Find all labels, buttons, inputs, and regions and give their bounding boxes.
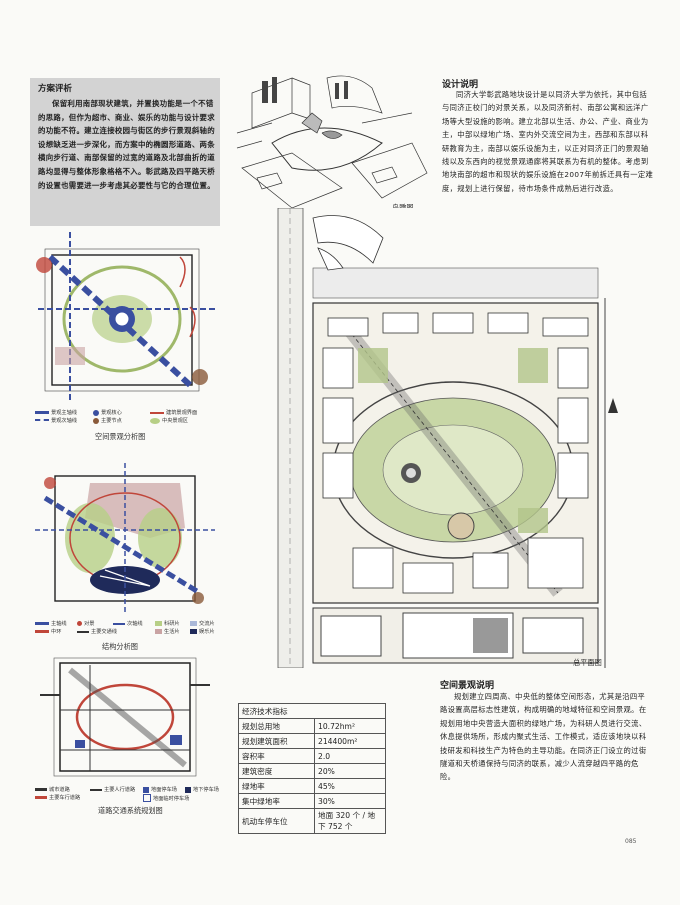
legend-label: 科研片 [164, 621, 180, 627]
tech-title: 经济技术指标 [238, 703, 386, 719]
tech-key: 规划建筑面积 [238, 733, 315, 749]
structure-legend: 主轴线 对景 次轴线 科研片 交流片 中环 主要交通线 生活片 娱乐片 [35, 620, 225, 636]
master-plan [233, 208, 653, 668]
legend-label: 主要车行道路 [49, 795, 81, 801]
legend-label: 城市道路 [49, 787, 70, 793]
legend-label: 地下停车场 [193, 787, 219, 793]
tech-value: 2.0 [314, 748, 386, 764]
structure-analysis-diagram [35, 463, 215, 613]
legend-label: 景观核心 [101, 410, 122, 416]
masterplan-caption: 总平面图 [573, 658, 602, 667]
traffic-legend: 城市道路 主要人行道路 地面停车场 地下停车场 主要车行道路 地面临时停车场 [35, 786, 225, 802]
aerial-caption: 鸟瞰图 [392, 203, 414, 212]
tech-value: 地面 320 个 / 地下 752 个 [314, 808, 386, 834]
legend-label: 主轴线 [51, 621, 67, 627]
legend-label: 建筑景观界面 [166, 410, 198, 416]
legend-label: 交流片 [199, 621, 215, 627]
tech-key: 集中绿地率 [238, 793, 315, 809]
tech-value: 30% [314, 793, 386, 809]
design-title: 设计说明 [442, 80, 479, 90]
table-row: 经济技术指标 [238, 703, 386, 719]
legend-label: 主要交通线 [91, 629, 117, 635]
tech-value: 10.72hm² [314, 718, 386, 734]
tech-value: 20% [314, 763, 386, 779]
space-title: 空间景观说明 [440, 681, 495, 691]
traffic-diagram [40, 657, 210, 777]
legend-label: 中环 [51, 629, 62, 635]
review-body: 保留利用南部现状建筑，并置换功能是一个不错的思路，但作为超市、商业、娱乐的功能与… [38, 99, 215, 190]
legend-label: 次轴线 [127, 621, 143, 627]
traffic-caption: 道路交通系统规划图 [98, 806, 163, 815]
design-body: 同济大学彰武路地块设计是以同济大学为依托，其中包括与同济正校门的对景关系，以及同… [442, 90, 654, 193]
landscape-legend: 景观主轴线 景观核心 建筑景观界面 景观次轴线 主要节点 中央景观区 [35, 409, 225, 425]
tech-key: 机动车停车位 [238, 808, 315, 834]
tech-key: 建筑密度 [238, 763, 315, 779]
space-body: 规划建立四周高、中央低的整体空间形态，尤其是沿四平路设置高层标志性建筑，构成明确… [440, 692, 647, 782]
table-row: 机动车停车位地面 320 个 / 地下 752 个 [238, 808, 386, 834]
review-title: 方案评析 [38, 84, 73, 94]
legend-label: 生活片 [164, 629, 180, 635]
legend-label: 主要节点 [101, 418, 122, 424]
structure-caption: 结构分析图 [102, 642, 138, 651]
legend-label: 景观主轴线 [51, 410, 77, 416]
landscape-analysis-diagram [36, 232, 215, 402]
legend-label: 娱乐片 [199, 629, 215, 635]
landscape-caption: 空间景观分析图 [95, 432, 146, 441]
legend-label: 主要人行道路 [104, 787, 136, 793]
page-number: 085 [625, 838, 637, 845]
tech-key: 容积率 [238, 748, 315, 764]
aerial-sketch [236, 75, 428, 209]
tech-key: 规划总用地 [238, 718, 315, 734]
tech-value: 45% [314, 778, 386, 794]
tech-key: 绿地率 [238, 778, 315, 794]
legend-label: 地面临时停车场 [153, 795, 190, 802]
tech-value: 214400m² [314, 733, 386, 749]
legend-label: 对景 [84, 621, 95, 627]
legend-label: 景观次轴线 [51, 418, 77, 424]
review-box: 方案评析 保留利用南部现状建筑，并置换功能是一个不错的思路，但作为超市、商业、娱… [30, 78, 220, 226]
legend-label: 地面停车场 [151, 787, 177, 793]
legend-label: 中央景观区 [162, 418, 188, 424]
